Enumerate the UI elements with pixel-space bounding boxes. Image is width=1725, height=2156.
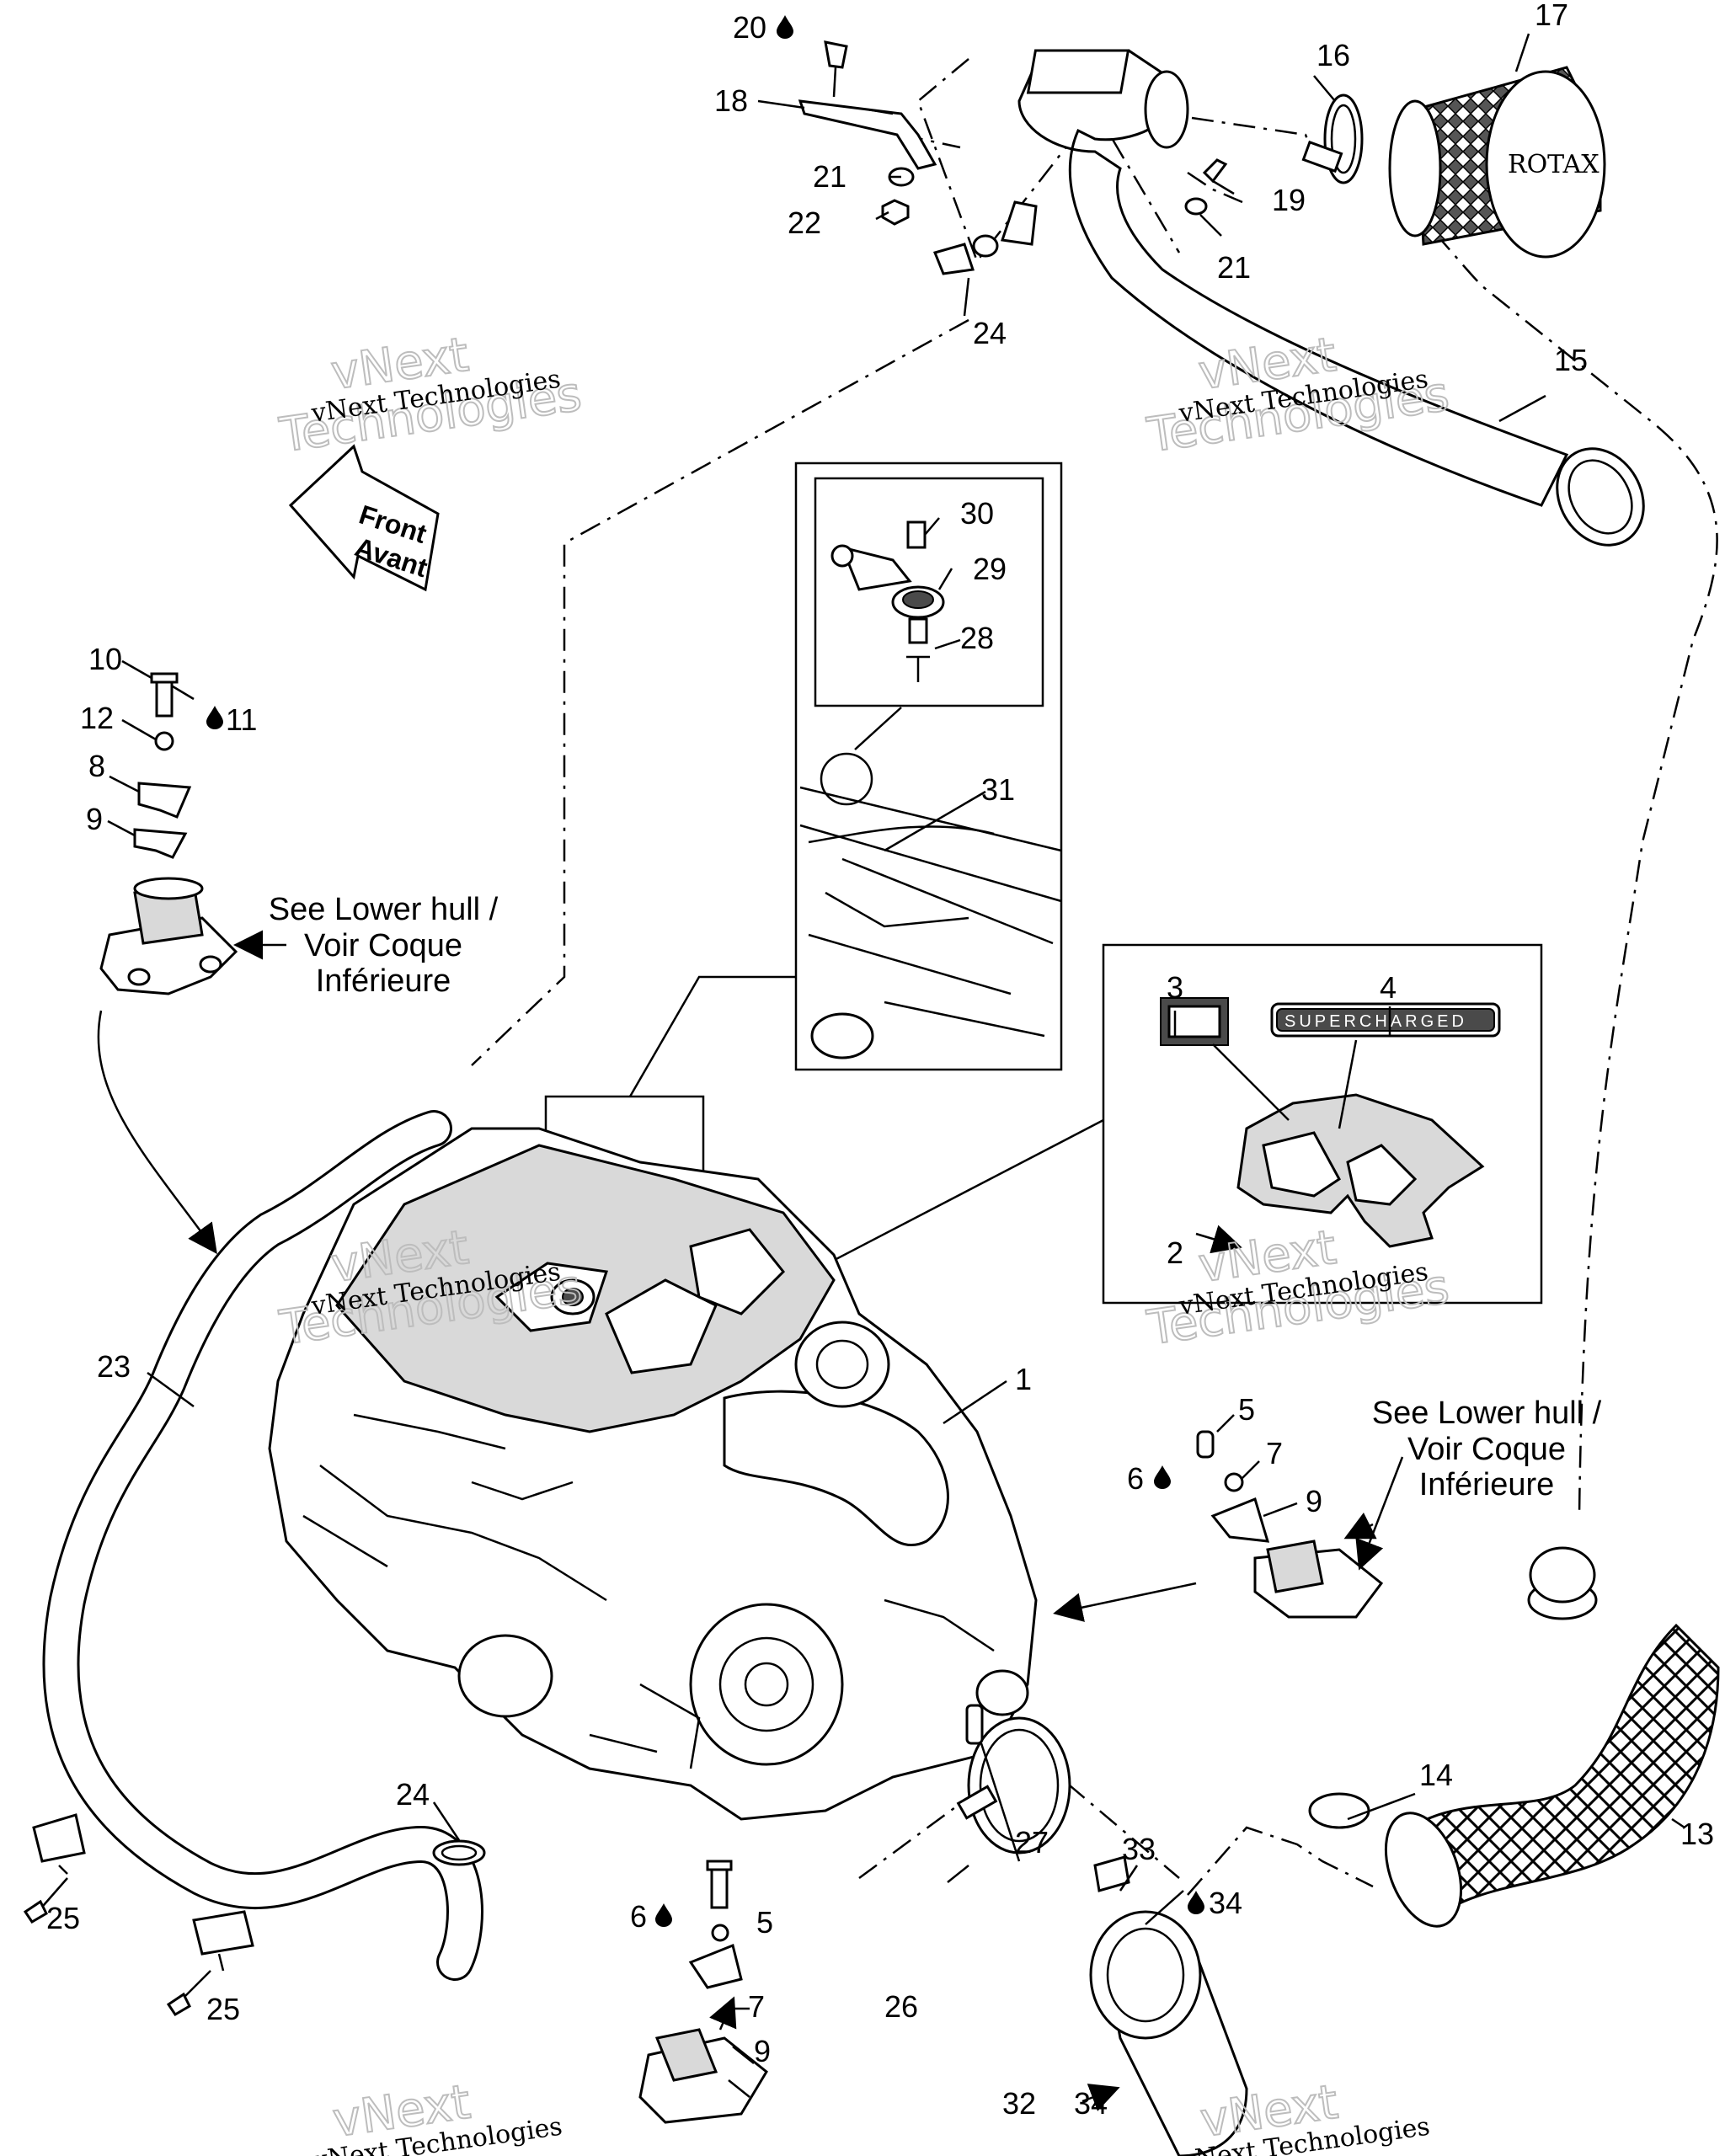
intake-tube [1017, 49, 1645, 547]
detail-box-decals: SUPERCHARGED [1102, 943, 1543, 1305]
threadlocker-drop-icon [777, 15, 793, 39]
hose-clips-25 [23, 1813, 254, 2017]
engine-mount-bottom [638, 1860, 768, 2124]
callout-9a: 9 [86, 802, 103, 836]
callout-23: 23 [97, 1349, 131, 1384]
callout-27: 27 [1015, 1825, 1049, 1860]
callout-9c: 9 [754, 2034, 771, 2068]
supercharged-decal-text: SUPERCHARGED [1284, 1012, 1467, 1031]
callout-7b: 7 [748, 1989, 765, 2024]
threadlocker-drop-icon [1188, 1891, 1204, 1914]
callout-4: 4 [1380, 970, 1397, 1005]
callout-24b: 24 [396, 1777, 430, 1812]
callout-9b: 9 [1306, 1484, 1322, 1518]
engine-mount-left [99, 672, 238, 995]
callout-18: 18 [714, 83, 748, 118]
air-filter: ROTAX [1388, 66, 1606, 259]
callout-11: 11 [226, 702, 257, 737]
callout-33: 33 [1122, 1832, 1156, 1866]
callout-20: 20 [733, 10, 766, 45]
v-band-clamp-26 [956, 1704, 1071, 1854]
leader-vent [628, 975, 796, 1097]
small-hardware-top [824, 40, 1228, 275]
outlet-hose-13 [1308, 1546, 1720, 1928]
svg-text:See Lower hull /: See Lower hull / [1372, 1396, 1602, 1431]
callout-29: 29 [973, 552, 1007, 586]
svg-text:See Lower hull /: See Lower hull / [269, 892, 499, 927]
callout-31: 31 [981, 772, 1015, 807]
callout-30: 30 [960, 496, 994, 531]
note-lower-hull-left: See Lower hull / Voir Coque Inférieure [269, 892, 499, 999]
callout-22: 22 [788, 205, 821, 240]
callout-7a: 7 [1266, 1436, 1283, 1470]
callout-32: 32 [1002, 2086, 1036, 2121]
callout-34b: 34 [1074, 2086, 1108, 2121]
detail-box-vent [794, 462, 1063, 1071]
callout-21a: 21 [813, 159, 846, 194]
reference-arrows [97, 930, 1404, 2111]
engine-assembly [268, 1127, 1038, 1821]
filter-brand-label: ROTAX [1508, 150, 1599, 179]
callout-labels: 17 16 15 19 21 20 18 21 22 24 30 29 28 3… [46, 0, 1714, 2121]
callout-34a: 34 [1209, 1886, 1242, 1920]
engine-mount-right [1196, 1430, 1384, 1619]
outlet-pipe-32 [1089, 1855, 1248, 2156]
callout-21b: 21 [1217, 250, 1251, 285]
hose-clamp-24 [432, 1839, 486, 1866]
callout-13: 13 [1680, 1817, 1714, 1851]
filter-clamp [1301, 93, 1364, 184]
threadlocker-drop-icon [1154, 1465, 1171, 1489]
callout-2: 2 [1167, 1235, 1183, 1270]
callout-25b: 25 [206, 1992, 240, 2026]
callout-17: 17 [1535, 0, 1568, 32]
leader-decal [787, 1118, 1104, 1286]
svg-text:Voir Coque: Voir Coque [304, 928, 462, 963]
callout-1: 1 [1015, 1362, 1032, 1396]
callout-15: 15 [1554, 343, 1588, 377]
callout-5b: 5 [756, 1905, 773, 1940]
callout-24a: 24 [973, 316, 1007, 350]
svg-text:Inférieure: Inférieure [316, 963, 451, 999]
note-lower-hull-right: See Lower hull / Voir Coque Inférieure [1372, 1396, 1602, 1502]
callout-12: 12 [80, 701, 114, 735]
mounting-bracket-18 [798, 99, 937, 170]
front-direction-sign: Front Avant [288, 444, 440, 592]
callout-25a: 25 [46, 1901, 80, 1935]
callout-6b: 6 [630, 1899, 647, 1934]
callout-19: 19 [1272, 183, 1306, 217]
svg-text:Voir Coque: Voir Coque [1407, 1432, 1566, 1467]
svg-text:Inférieure: Inférieure [1419, 1467, 1555, 1502]
callout-14: 14 [1419, 1758, 1453, 1792]
threadlocker-drop-icon [206, 706, 223, 729]
callout-28: 28 [960, 621, 994, 655]
callout-10: 10 [88, 642, 122, 676]
callout-5a: 5 [1238, 1392, 1255, 1427]
callout-16: 16 [1316, 38, 1350, 72]
callout-6a: 6 [1127, 1461, 1144, 1496]
callout-26: 26 [884, 1989, 918, 2024]
threadlocker-drop-icon [655, 1903, 672, 1927]
callout-3: 3 [1167, 970, 1183, 1005]
leader-lines [58, 33, 1685, 2098]
callout-8: 8 [88, 749, 105, 783]
